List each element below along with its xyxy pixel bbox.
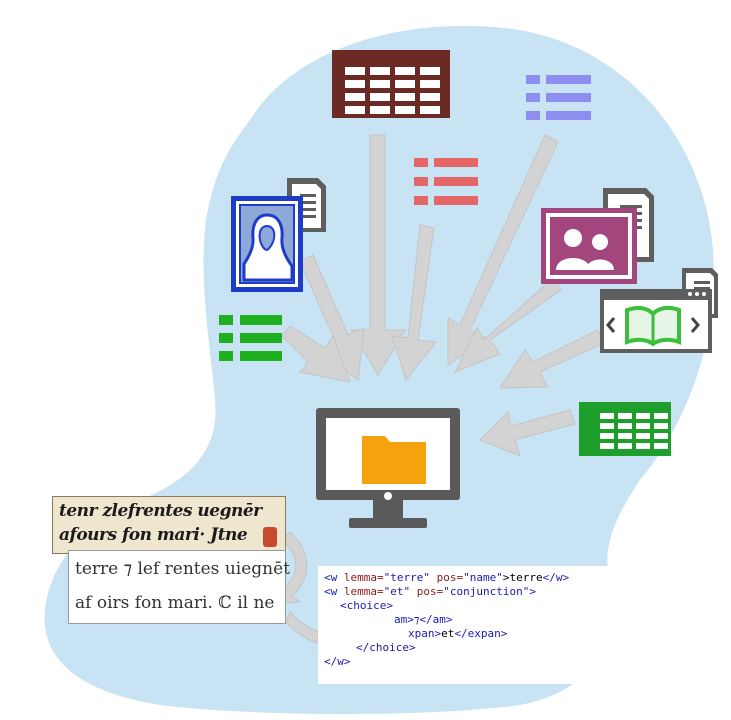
portrait-document-icon [231, 178, 326, 292]
computer-folder-icon [316, 408, 460, 528]
xml-line-1: <w lemma="terre" pos="name">terre</w> [324, 571, 570, 584]
xml-encoding-box: <w lemma="terre" pos="name">terre</w> <w… [318, 566, 616, 684]
xml-line-6: </choice> [356, 641, 416, 654]
arrow-from-green-table [479, 409, 576, 457]
transcription-line-2: af oirs fon mari. ℂ il ne [75, 593, 275, 613]
manuscript-line-2: afours fon mari· Jtne [59, 525, 248, 545]
arrow-from-red-list [391, 224, 437, 382]
arrow-from-green-list [281, 325, 351, 383]
xml-line-5: xpan>et</expan> [408, 627, 508, 640]
xml-line-2: <w lemma="et" pos="conjunction"> [324, 585, 536, 598]
arrow-from-web-book [499, 329, 605, 389]
xml-line-3: <choice> [340, 599, 393, 612]
arrow-from-dark-table [350, 134, 406, 376]
xml-line-4: am>⁊</am> [394, 613, 453, 626]
group-photo-document-icon [541, 188, 654, 284]
table-icon-green [579, 402, 671, 456]
web-book-document-icon [600, 268, 718, 353]
list-icon-red [414, 158, 478, 205]
list-icon-purple [526, 75, 591, 120]
xml-line-7: </w> [324, 655, 351, 668]
transcription-line-1: terre ⁊ lef rentes uiegnēt [75, 559, 290, 579]
list-icon-green [219, 315, 282, 361]
manuscript-line-1: tenr zlefrentes uegnēr [59, 501, 262, 521]
manuscript-image: tenr zlefrentes uegnēr afours fon mari· … [52, 496, 286, 554]
transcription-box: terre ⁊ lef rentes uiegnēt af oirs fon m… [68, 550, 290, 624]
arrow-from-group-photo [453, 277, 562, 373]
arrows-group [269, 134, 605, 649]
table-icon-dark-red [332, 50, 450, 118]
manuscript-initial [263, 527, 277, 547]
